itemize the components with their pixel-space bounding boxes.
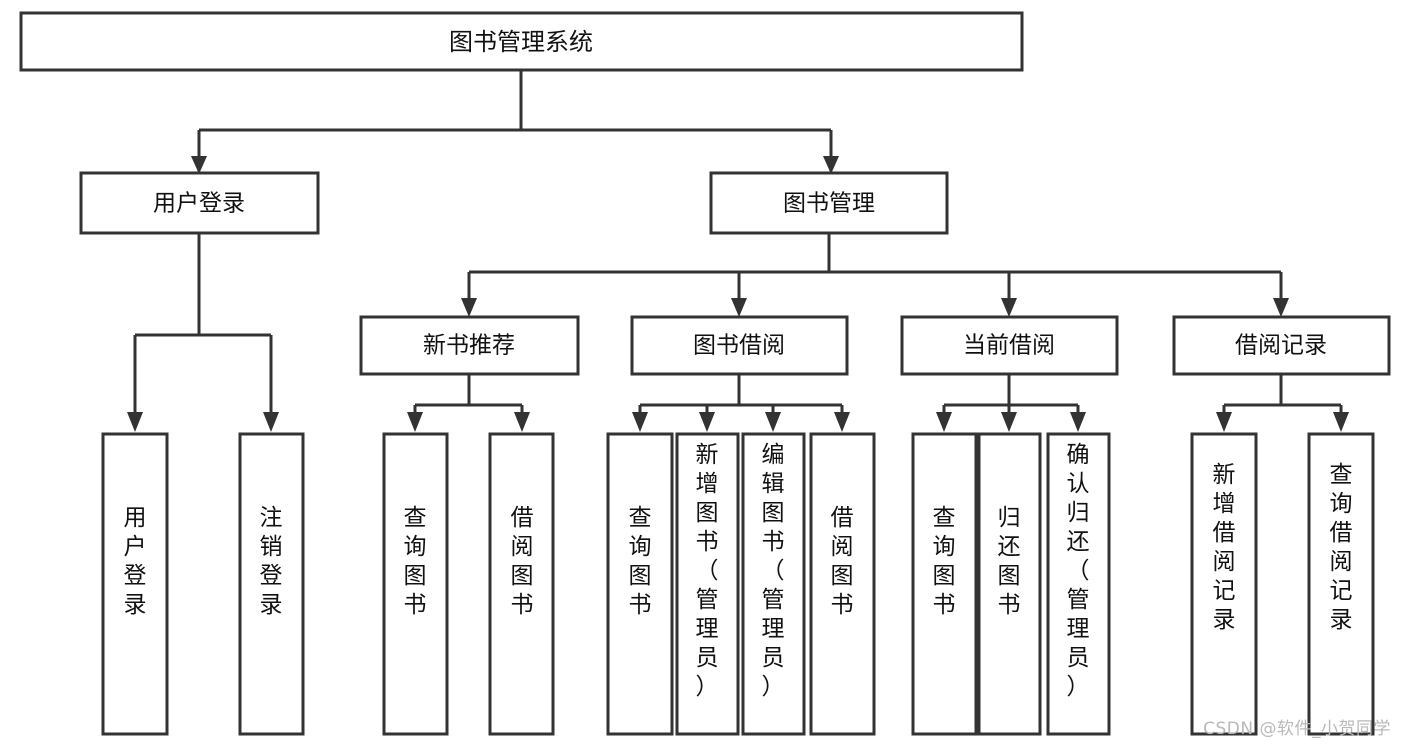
leaf-add-book-box — [675, 432, 740, 736]
node-leaf-query-book-3[interactable]: 查询图书 — [911, 432, 978, 736]
arrow-to-user-login — [191, 156, 207, 174]
user-login-box — [79, 171, 320, 235]
node-leaf-query-record[interactable]: 查询借阅记录 — [1307, 432, 1375, 736]
connector-root-to-level2 — [197, 70, 833, 158]
node-leaf-edit-book[interactable]: 编辑图书（管理员） — [741, 432, 806, 736]
leaf-confirm-return-label: 确认归还（管理员） — [1067, 442, 1090, 700]
connector-bookborrow-to-leaves — [638, 374, 844, 414]
node-root[interactable]: 图书管理系统 — [19, 11, 1024, 72]
arrow-to-book-management — [823, 156, 839, 174]
book-borrow-label: 图书借阅 — [693, 333, 785, 359]
borrow-record-label: 借阅记录 — [1235, 333, 1327, 359]
leaf-add-book-label: 新增图书（管理员） — [696, 442, 719, 700]
node-leaf-borrow-book-2[interactable]: 借阅图书 — [809, 432, 876, 736]
connector-borrowrecord-to-leaves — [1222, 374, 1343, 414]
leaf-borrow-book-1-box — [488, 432, 555, 736]
leaf-borrow-book-2-label: 借阅图书 — [831, 505, 854, 618]
leaf-user-login-box — [101, 432, 169, 736]
arrow-to-leaf-edit-book — [765, 412, 781, 432]
leaf-query-book-2-box — [606, 432, 674, 736]
user-login-label: 用户登录 — [153, 191, 245, 217]
node-user-login[interactable]: 用户登录 — [79, 171, 320, 235]
node-leaf-borrow-book-1[interactable]: 借阅图书 — [488, 432, 555, 736]
leaf-edit-book-box — [741, 432, 806, 736]
node-leaf-logout-login[interactable]: 注销登录 — [238, 432, 305, 736]
leaf-return-book-box — [977, 432, 1042, 736]
leaf-query-record-box — [1307, 432, 1375, 736]
node-book-management[interactable]: 图书管理 — [709, 171, 949, 235]
node-leaf-add-book[interactable]: 新增图书（管理员） — [675, 432, 740, 736]
node-leaf-confirm-return[interactable]: 确认归还（管理员） — [1046, 432, 1111, 736]
leaf-borrow-book-2-box — [809, 432, 876, 736]
leaf-edit-book-label: 编辑图书（管理员） — [762, 442, 785, 700]
node-current-borrow[interactable]: 当前借阅 — [900, 315, 1119, 376]
new-book-recommend-label: 新书推荐 — [423, 333, 515, 359]
leaf-query-record-label: 查询借阅记录 — [1330, 462, 1353, 633]
leaf-add-record-box — [1190, 432, 1258, 736]
new-book-recommend-box — [359, 315, 580, 376]
arrow-to-leaf-return-book — [1001, 412, 1017, 432]
leaf-user-login-label: 用户登录 — [124, 505, 147, 618]
arrow-to-leaf-user-login — [127, 412, 143, 432]
node-new-book-recommend[interactable]: 新书推荐 — [359, 315, 580, 376]
node-leaf-user-login[interactable]: 用户登录 — [101, 432, 169, 736]
current-borrow-label: 当前借阅 — [963, 333, 1055, 359]
arrow-to-new-book-recommend — [461, 298, 477, 317]
node-leaf-query-book-1[interactable]: 查询图书 — [382, 432, 449, 736]
arrow-to-leaf-borrow-book-2 — [834, 412, 850, 432]
leaf-query-book-1-box — [382, 432, 449, 736]
connector-currentborrow-to-leaves — [942, 374, 1080, 414]
leaf-add-record-label: 新增借阅记录 — [1213, 462, 1236, 633]
arrow-to-leaf-query-book-2 — [632, 412, 648, 432]
leaf-confirm-return-box — [1046, 432, 1111, 736]
arrow-to-leaf-logout-login — [263, 412, 279, 432]
leaf-query-book-3-label: 查询图书 — [933, 505, 956, 618]
arrow-to-leaf-query-record — [1333, 412, 1349, 432]
arrow-to-leaf-add-book — [699, 412, 715, 432]
csdn-watermark: CSDN @软件_小贺同学 — [1203, 719, 1391, 739]
current-borrow-box — [900, 315, 1119, 376]
node-borrow-record[interactable]: 借阅记录 — [1172, 315, 1391, 376]
node-leaf-return-book[interactable]: 归还图书 — [977, 432, 1042, 736]
leaf-query-book-2-label: 查询图书 — [629, 505, 652, 618]
book-management-label: 图书管理 — [783, 191, 875, 217]
root-box — [19, 11, 1024, 72]
arrow-to-leaf-add-record — [1216, 412, 1232, 432]
leaf-query-book-1-label: 查询图书 — [404, 505, 427, 618]
arrow-to-leaf-borrow-book-1 — [514, 412, 530, 432]
book-management-box — [709, 171, 949, 235]
leaf-return-book-label: 归还图书 — [998, 505, 1021, 618]
connector-user-login-to-leaves — [133, 233, 273, 414]
node-book-borrow[interactable]: 图书借阅 — [630, 315, 849, 376]
arrow-to-leaf-query-book-3 — [936, 412, 952, 432]
arrow-to-leaf-query-book-1 — [407, 412, 423, 432]
node-leaf-query-book-2[interactable]: 查询图书 — [606, 432, 674, 736]
connector-newbook-to-leaves — [413, 374, 524, 414]
borrow-record-box — [1172, 315, 1391, 376]
arrow-to-leaf-confirm-return — [1070, 412, 1086, 432]
arrow-to-book-borrow — [731, 298, 747, 317]
connector-bookmgmt-to-level3 — [467, 233, 1283, 300]
arrow-to-borrow-record — [1273, 298, 1289, 317]
book-borrow-box — [630, 315, 849, 376]
connector-layer — [127, 70, 1349, 432]
root-label: 图书管理系统 — [449, 28, 593, 56]
leaf-borrow-book-1-label: 借阅图书 — [511, 505, 534, 618]
leaf-logout-login-label: 注销登录 — [260, 505, 283, 618]
leaf-logout-login-box — [238, 432, 305, 736]
node-leaf-add-record[interactable]: 新增借阅记录 — [1190, 432, 1258, 736]
leaf-query-book-3-box — [911, 432, 978, 736]
arrow-to-current-borrow — [1001, 298, 1017, 317]
